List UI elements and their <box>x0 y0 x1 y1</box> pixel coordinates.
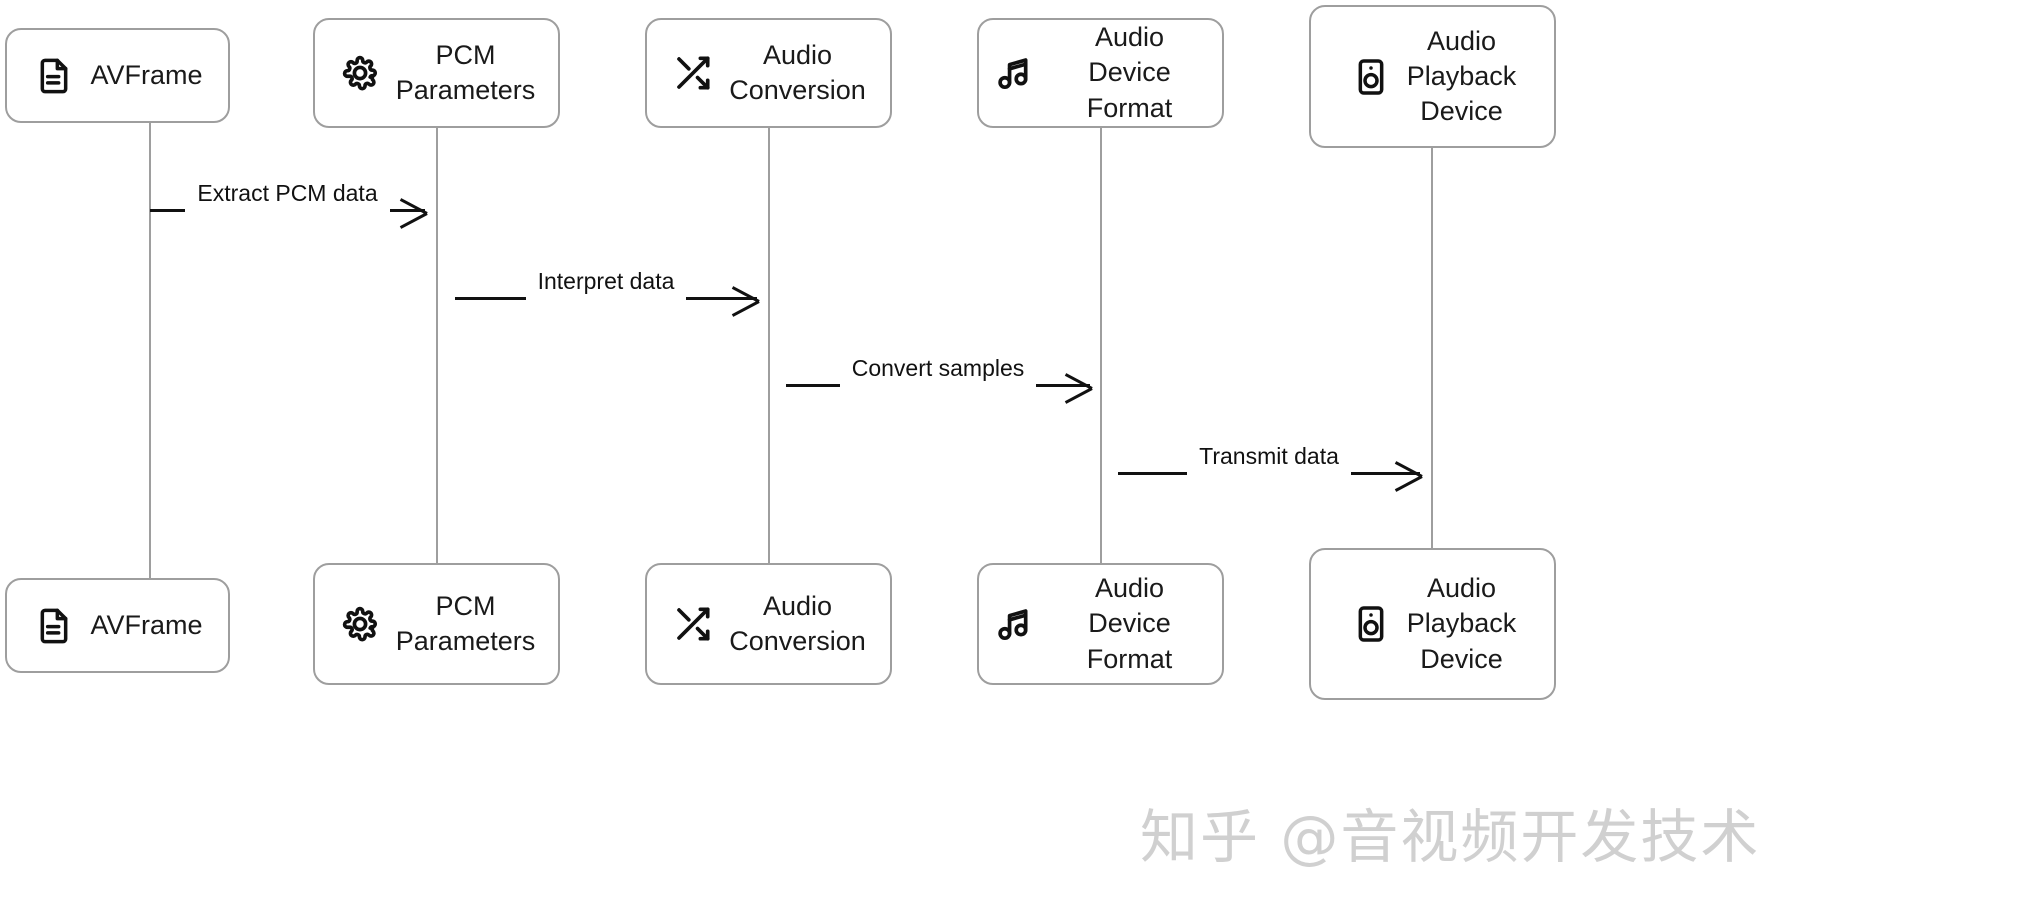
lifeline-audio-playback-device <box>1431 148 1433 548</box>
participant-bottom-audio-device-format[interactable]: Audio Device Format <box>977 563 1224 685</box>
message-interpret-data[interactable]: Interpret data <box>455 266 757 306</box>
message-convert-samples[interactable]: Convert samples <box>786 353 1091 393</box>
participant-label: AVFrame <box>90 59 203 90</box>
participant-bottom-pcm-parameters[interactable]: PCM Parameters <box>313 563 560 685</box>
participant-label: Audio Conversion <box>729 590 866 656</box>
participant-top-audio-device-format[interactable]: Audio Device Format <box>977 18 1224 128</box>
message-label: Interpret data <box>537 267 675 294</box>
message-line-right <box>1036 384 1091 387</box>
participant-label: Audio Device Format <box>1086 573 1173 674</box>
speaker-icon <box>1349 602 1393 646</box>
document-icon <box>32 604 76 648</box>
participant-top-audio-conversion[interactable]: Audio Conversion <box>645 18 892 128</box>
participant-bottom-audio-playback-device[interactable]: Audio Playback Device <box>1309 548 1556 700</box>
message-line-left <box>1118 472 1188 475</box>
message-line-left <box>786 384 840 387</box>
watermark-text: 知乎 @音视频开发技术 <box>1140 803 1761 871</box>
gear-icon <box>338 51 382 95</box>
message-transmit-data[interactable]: Transmit data <box>1118 441 1421 481</box>
participant-label: Audio Device Format <box>1086 22 1173 123</box>
document-icon <box>32 54 76 98</box>
lifeline-avframe <box>149 123 151 578</box>
participant-top-pcm-parameters[interactable]: PCM Parameters <box>313 18 560 128</box>
participant-bottom-avframe[interactable]: AVFrame <box>5 578 230 673</box>
music-note-icon <box>993 602 1037 646</box>
participant-label: PCM Parameters <box>395 590 536 656</box>
lifeline-audio-conversion <box>768 128 770 563</box>
message-extract-pcm-data[interactable]: Extract PCM data <box>150 178 426 218</box>
gear-icon <box>338 602 382 646</box>
shuffle-icon <box>671 602 715 646</box>
lifeline-audio-device-format <box>1100 128 1102 563</box>
participant-label: Audio Conversion <box>729 39 866 105</box>
music-note-icon <box>993 51 1037 95</box>
shuffle-icon <box>671 51 715 95</box>
participant-top-avframe[interactable]: AVFrame <box>5 28 230 123</box>
message-line-right <box>389 209 426 212</box>
participant-label: AVFrame <box>90 609 203 640</box>
lifeline-pcm-parameters <box>436 128 438 563</box>
participant-bottom-audio-conversion[interactable]: Audio Conversion <box>645 563 892 685</box>
message-line-left <box>455 297 526 300</box>
message-line-right <box>1350 472 1421 475</box>
participant-label: Audio Playback Device <box>1406 573 1517 674</box>
participant-label: Audio Playback Device <box>1406 25 1517 127</box>
participant-label: PCM Parameters <box>395 39 536 105</box>
speaker-icon <box>1349 55 1393 99</box>
message-line-left <box>150 209 186 212</box>
message-line-right <box>686 297 757 300</box>
participant-top-audio-playback-device[interactable]: Audio Playback Device <box>1309 5 1556 148</box>
message-label: Convert samples <box>851 354 1025 381</box>
message-label: Extract PCM data <box>197 179 378 206</box>
message-label: Transmit data <box>1199 442 1339 469</box>
